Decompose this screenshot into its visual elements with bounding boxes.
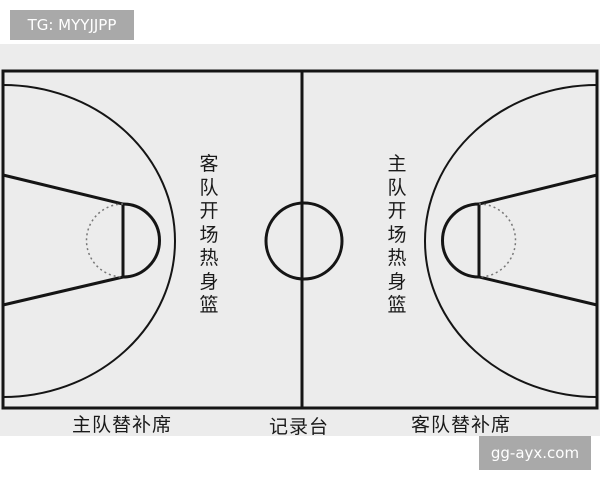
left-warmup-basket-label: 客队开场热身篮: [199, 153, 219, 316]
right-free-throw-arc: [441, 202, 480, 279]
court-boundary: [1, 69, 599, 410]
right-key-lane: [477, 173, 598, 307]
left-three-point-arc: [2, 84, 176, 398]
scorer-table-label: 记录台: [269, 416, 330, 438]
home-bench-label: 主队替补席: [72, 414, 173, 436]
right-free-throw-dashed-arc: [478, 203, 517, 278]
watermark-top: TG: MYYJJPP: [10, 10, 134, 40]
left-free-throw-arc: [122, 202, 161, 279]
away-bench-label: 客队替补席: [411, 414, 512, 436]
left-free-throw-dashed-arc: [85, 203, 124, 278]
left-key-lane: [2, 173, 125, 307]
right-warmup-basket-label: 主队开场热身篮: [387, 153, 407, 316]
right-three-point-arc: [424, 84, 598, 398]
center-circle: [264, 201, 344, 281]
watermark-bottom: gg-ayx.com: [479, 436, 591, 470]
